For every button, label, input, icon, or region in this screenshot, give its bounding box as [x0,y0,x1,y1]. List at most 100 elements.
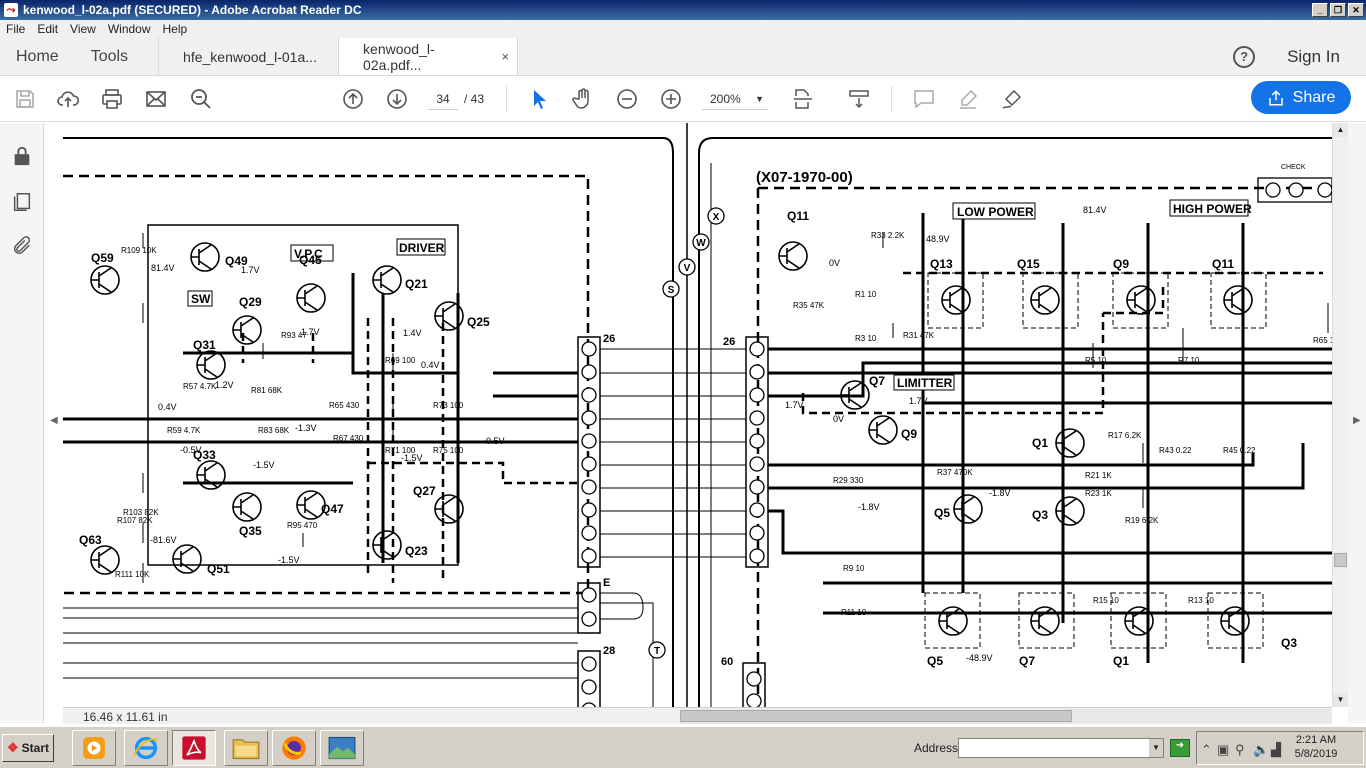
vertical-scroll-thumb[interactable] [1334,553,1347,567]
menu-window[interactable]: Window [107,22,151,36]
share-button[interactable]: Share [1251,81,1351,114]
restore-button[interactable]: ❐ [1330,3,1346,17]
resistor-label: R95 470 [287,521,318,530]
resistor-label: R59 4.7K [167,426,201,435]
test-point-s: S [668,285,675,296]
address-input[interactable]: ▼ [958,738,1164,758]
acrobat-taskbar-icon[interactable] [172,730,216,766]
menu-view[interactable]: View [70,22,96,36]
next-page-icon[interactable] [384,86,410,112]
connector-pin [581,341,597,357]
transistor-symbol [1055,496,1085,526]
start-button[interactable]: ❖ Start [2,734,54,762]
resistor-label: R17 6.2K [1108,431,1142,440]
close-window-button[interactable]: ✕ [1348,3,1364,17]
test-point-v: V [684,263,691,274]
resistor-label: R11 10 [841,608,867,617]
page-number-input[interactable]: 34 [428,88,458,110]
zoom-out-icon[interactable] [614,86,640,112]
resistor-label: R31 47K [903,331,935,340]
transistor-label: Q31 [193,338,216,352]
transistor-symbol [938,606,968,636]
tab-home[interactable]: Home [16,47,59,65]
zoom-level-select[interactable]: 200%▼ [702,88,768,110]
horizontal-scroll-thumb[interactable] [680,710,1072,722]
resistor-label: R107 82K [117,516,153,525]
connector-pin [581,548,597,564]
file-explorer-icon[interactable] [224,730,268,766]
vertical-scrollbar[interactable]: ▲ ▼ [1332,123,1348,707]
signal-icon[interactable]: ▟ [1271,742,1281,757]
address-dropdown-icon[interactable]: ▼ [1149,739,1163,757]
transistor-label: Q5 [927,654,943,668]
schematic-drawing: X W V S T CHECK (X07-1970-00) V.P.C DRIV… [63,123,1332,707]
sw-label: SW [191,292,211,306]
expand-right-pane-icon[interactable]: ▶ [1353,415,1361,426]
email-icon[interactable] [143,86,169,112]
menu-file[interactable]: File [6,22,26,36]
tab-tools[interactable]: Tools [90,47,129,65]
tab-document-2[interactable]: kenwood_l-02a.pdf... × [338,38,519,75]
scroll-mode-icon[interactable] [846,86,872,112]
lock-icon[interactable] [11,145,33,167]
transistor-symbol [296,490,326,520]
transistor-symbol [372,265,402,295]
minimize-button[interactable]: _ [1312,3,1328,17]
document-canvas[interactable]: X W V S T CHECK (X07-1970-00) V.P.C DRIV… [63,123,1332,707]
network-device-icon[interactable]: ▣ [1217,742,1230,757]
transistor-symbol [1030,606,1060,636]
board-title: (X07-1970-00) [756,169,853,186]
clock[interactable]: 2:21 AM 5/8/2019 [1290,733,1342,761]
transistor-label: Q1 [1032,436,1048,450]
volume-icon[interactable]: 🔈 [1253,742,1270,757]
transistor-label: Q9 [1113,257,1129,271]
usb-icon[interactable]: ⚲ [1235,742,1245,757]
resistor-label: R43 0.22 [1159,446,1192,455]
horizontal-scrollbar[interactable] [680,709,1332,724]
connector-label: 26 [723,336,735,348]
clock-time: 2:21 AM [1295,734,1337,746]
tab-document-1[interactable]: hfe_kenwood_l-01a... [158,38,338,75]
system-tray: ⌃ ▣ ⚲ 🔈 ▟ [1196,731,1364,765]
menu-edit[interactable]: Edit [37,22,59,36]
scroll-up-icon[interactable]: ▲ [1333,123,1348,137]
pages-icon[interactable] [11,191,33,213]
highlight-pen-icon[interactable] [955,86,981,112]
transistor-symbol [434,301,464,331]
scroll-down-icon[interactable]: ▼ [1333,693,1348,707]
go-arrow-icon[interactable]: ➜ [1170,739,1190,757]
resistor-label: R65 100K [1313,336,1332,345]
save-icon[interactable] [12,86,38,112]
connector-pin [581,387,597,403]
firefox-icon[interactable] [272,730,316,766]
resistor-label: R111 10K [115,570,150,579]
transistor-symbol [941,285,971,315]
previous-page-icon[interactable] [340,86,366,112]
search-icon[interactable] [188,86,214,112]
resistor-label: R93 47 [281,331,307,340]
menu-help[interactable]: Help [162,22,188,36]
comment-icon[interactable] [911,86,937,112]
collapse-left-pane-icon[interactable]: ◀ [50,415,58,426]
share-icon [1268,89,1283,105]
voltage-label: -1.8V [858,502,880,512]
internet-explorer-icon[interactable] [124,730,168,766]
tray-expand-icon[interactable]: ⌃ [1201,742,1212,757]
connector-label: 28 [603,645,615,657]
hand-tool-icon[interactable] [570,86,596,112]
menu-bar: File Edit View Window Help [0,20,1366,38]
resistor-label: R7 10 [1178,356,1200,365]
upload-cloud-icon[interactable] [55,86,81,112]
select-cursor-icon[interactable] [526,86,552,112]
attachment-icon[interactable] [11,235,33,257]
media-player-icon[interactable] [72,730,116,766]
help-icon[interactable]: ? [1233,45,1256,68]
print-icon[interactable] [99,86,125,112]
sign-pen-icon[interactable] [999,86,1025,112]
close-tab-icon[interactable]: × [501,49,510,64]
zoom-in-icon[interactable] [658,86,684,112]
page-fit-icon[interactable] [790,86,816,112]
photo-viewer-icon[interactable] [320,730,364,766]
connector-label: 60 [721,656,733,668]
sign-in-button[interactable]: Sign In [1287,46,1340,66]
